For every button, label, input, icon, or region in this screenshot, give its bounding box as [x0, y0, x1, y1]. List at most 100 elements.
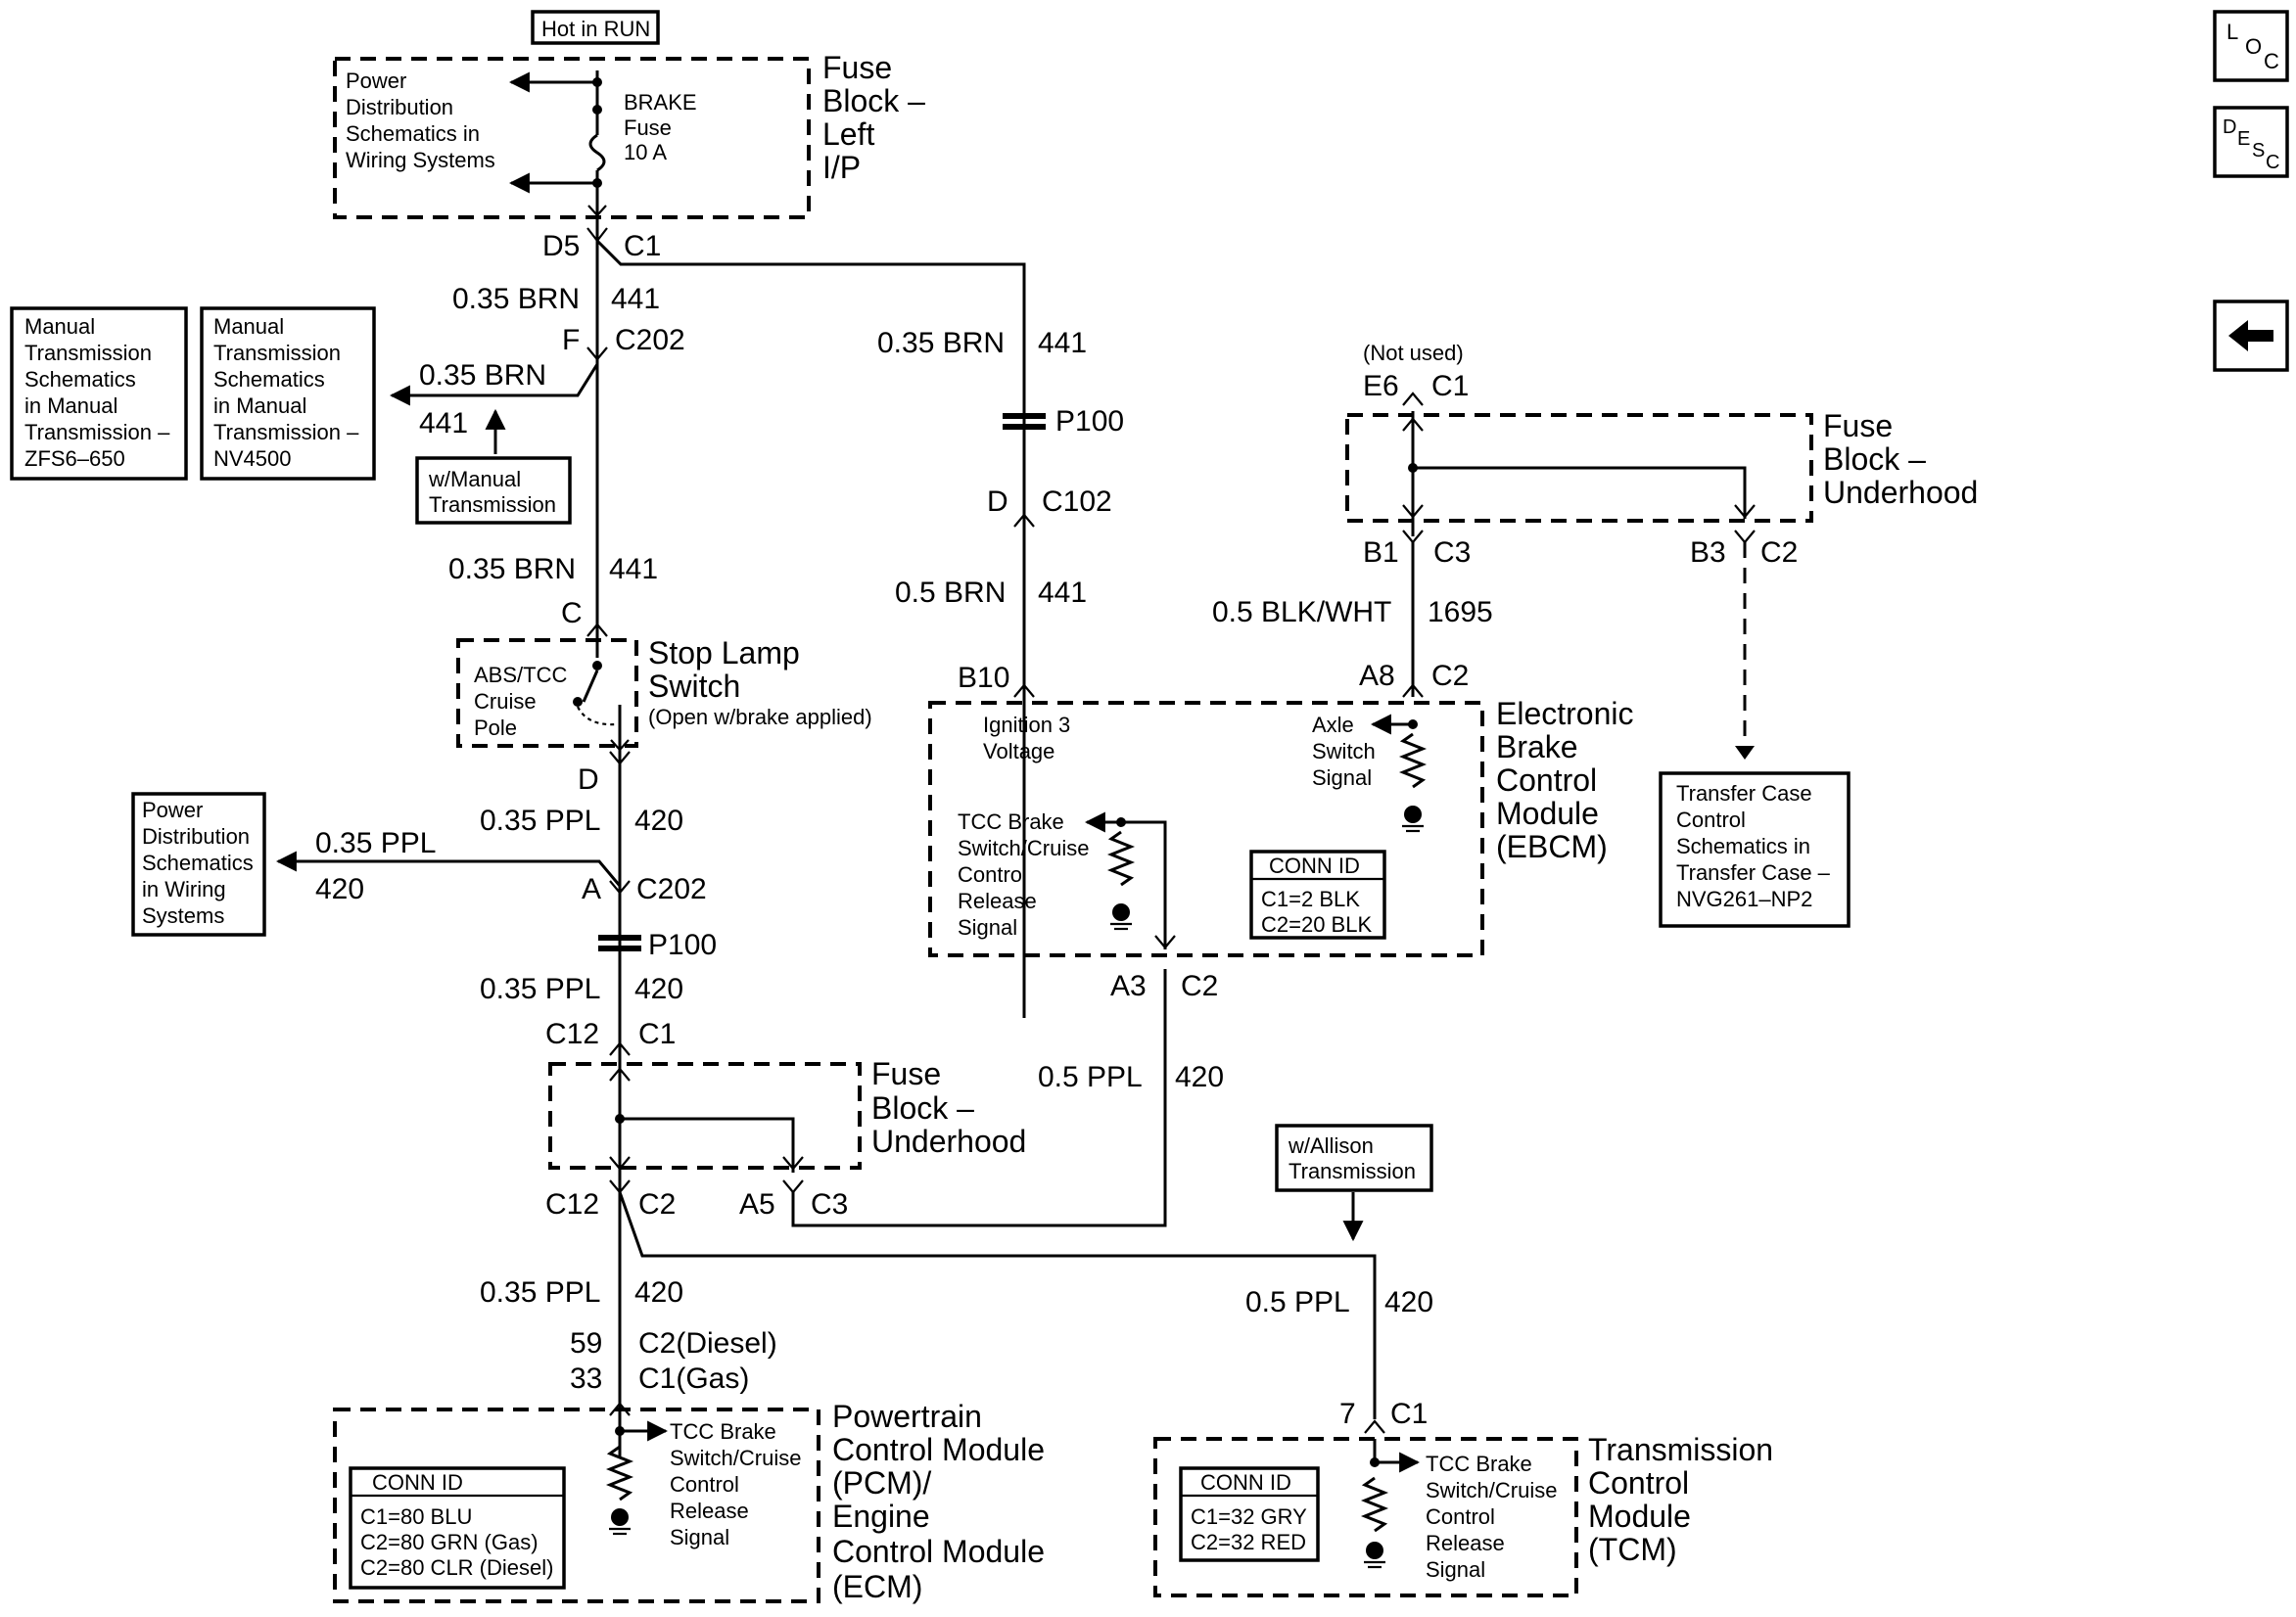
loc-button[interactable]: L O C [2213, 10, 2289, 82]
svg-text:I/P: I/P [822, 150, 861, 185]
svg-text:Control: Control [1496, 762, 1597, 798]
svg-text:0.35 BRN: 0.35 BRN [452, 283, 580, 315]
svg-text:Transmission: Transmission [24, 341, 152, 365]
svg-text:CONN ID: CONN ID [1200, 1470, 1291, 1495]
svg-text:Control Module: Control Module [832, 1432, 1045, 1467]
svg-text:D: D [987, 485, 1008, 518]
svg-text:Release: Release [670, 1499, 749, 1523]
svg-text:C2: C2 [1181, 970, 1218, 1002]
svg-text:B3: B3 [1690, 536, 1726, 569]
tcm-tcc-text: TCC Brake Switch/Cruise Control Release … [1426, 1452, 1557, 1582]
svg-text:Fuse: Fuse [871, 1056, 941, 1091]
svg-text:C2: C2 [1431, 660, 1469, 692]
abs-tcc-text: ABS/TCC Cruise Pole [474, 663, 567, 740]
svg-text:Manual: Manual [24, 314, 95, 339]
branch-to-power-dist-2 [275, 851, 622, 887]
svg-text:420: 420 [1175, 1061, 1224, 1093]
svg-text:441: 441 [419, 407, 468, 439]
svg-text:420: 420 [1384, 1286, 1433, 1318]
svg-text:TCC Brake: TCC Brake [958, 809, 1064, 834]
svg-text:Powertrain: Powertrain [832, 1399, 982, 1434]
ebcm-name-label: Electronic Brake Control Module (EBCM) [1496, 696, 1634, 864]
svg-text:C2=80 CLR (Diesel): C2=80 CLR (Diesel) [360, 1555, 553, 1580]
svg-text:33: 33 [570, 1363, 602, 1395]
svg-text:0.35 BRN: 0.35 BRN [448, 553, 576, 585]
svg-text:C202: C202 [636, 873, 707, 905]
fuse-block-underhood-upper-box [1345, 413, 1813, 523]
svg-text:A: A [582, 873, 601, 905]
svg-text:Transmission: Transmission [213, 341, 341, 365]
svg-text:441: 441 [1038, 327, 1087, 359]
svg-text:C3: C3 [811, 1188, 848, 1221]
svg-text:Module: Module [1496, 796, 1599, 831]
svg-text:C2: C2 [1760, 536, 1798, 569]
svg-text:O: O [2245, 34, 2262, 59]
power-dist-2-box [131, 792, 266, 937]
svg-text:Release: Release [958, 889, 1037, 913]
svg-text:C3: C3 [1433, 536, 1471, 569]
svg-text:E6: E6 [1363, 370, 1399, 402]
desc-button[interactable]: D E S C [2213, 106, 2289, 178]
svg-text:Transmission: Transmission [1289, 1159, 1416, 1183]
svg-text:Wiring Systems: Wiring Systems [346, 148, 495, 172]
svg-text:Transmission: Transmission [1588, 1432, 1773, 1467]
svg-text:E: E [2237, 128, 2250, 150]
svg-text:Distribution: Distribution [346, 95, 453, 119]
svg-text:Power: Power [142, 798, 203, 822]
svg-text:C2(Diesel): C2(Diesel) [638, 1327, 777, 1360]
svg-text:Signal: Signal [958, 915, 1017, 940]
svg-text:C12: C12 [545, 1188, 599, 1221]
svg-text:0.35 PPL: 0.35 PPL [480, 805, 600, 837]
hot-in-run-box [531, 10, 660, 45]
transfer-case-box [1659, 771, 1851, 928]
svg-text:Distribution: Distribution [142, 824, 250, 849]
svg-text:Power: Power [346, 69, 406, 93]
svg-text:Systems: Systems [142, 903, 224, 928]
svg-text:C1: C1 [1431, 370, 1469, 402]
power-dist-2-text: Power Distribution Schematics in Wiring … [142, 798, 254, 928]
ebcm-conn-id-box [1249, 850, 1386, 940]
svg-text:Block –: Block – [822, 83, 925, 118]
tcm-box [1153, 1437, 1578, 1597]
svg-text:(ECM): (ECM) [832, 1569, 922, 1604]
svg-text:0.5 PPL: 0.5 PPL [1245, 1286, 1350, 1318]
svg-text:w/Allison: w/Allison [1288, 1133, 1374, 1158]
branch-to-manual-trans [389, 363, 599, 406]
svg-text:441: 441 [1038, 577, 1087, 609]
svg-text:Control: Control [1426, 1504, 1495, 1529]
svg-text:Release: Release [1426, 1531, 1505, 1555]
svg-text:C2=80 GRN (Gas): C2=80 GRN (Gas) [360, 1530, 539, 1554]
p100-middle: P100 [1055, 405, 1124, 438]
pcm-ecm-box [333, 1408, 820, 1603]
svg-text:0.35 PPL: 0.35 PPL [480, 1276, 600, 1309]
svg-text:in Manual: in Manual [24, 393, 117, 418]
svg-text:Signal: Signal [1312, 765, 1372, 790]
manual-zfs-text: Manual Transmission Schematics in Manual… [24, 314, 170, 471]
svg-text:S: S [2252, 140, 2265, 162]
svg-text:(EBCM): (EBCM) [1496, 829, 1608, 864]
svg-text:0.5 BLK/WHT: 0.5 BLK/WHT [1212, 596, 1391, 628]
svg-text:Signal: Signal [670, 1525, 729, 1549]
brake-fuse-label: BRAKE Fuse 10 A [624, 90, 697, 164]
svg-text:NVG261–NP2: NVG261–NP2 [1676, 887, 1812, 911]
svg-text:C: C [2264, 49, 2279, 73]
svg-text:Switch/Cruise: Switch/Cruise [1426, 1478, 1557, 1502]
svg-text:Fuse: Fuse [1823, 408, 1893, 443]
svg-text:0.35 BRN: 0.35 BRN [419, 359, 546, 392]
svg-text:C1=2 BLK: C1=2 BLK [1261, 887, 1360, 911]
svg-text:C12: C12 [545, 1018, 599, 1050]
svg-text:Fuse: Fuse [822, 50, 892, 85]
back-button[interactable] [2213, 300, 2289, 372]
svg-text:Control Module: Control Module [832, 1534, 1045, 1569]
svg-text:Underhood: Underhood [1823, 475, 1978, 510]
manual-nv-text: Manual Transmission Schematics in Manual… [213, 314, 359, 471]
svg-text:(TCM): (TCM) [1588, 1532, 1677, 1567]
svg-text:A5: A5 [739, 1188, 775, 1221]
wire-441-to-ebcm [595, 239, 1026, 1018]
svg-text:C1(Gas): C1(Gas) [638, 1363, 749, 1395]
svg-text:420: 420 [634, 973, 683, 1005]
svg-text:Ignition 3: Ignition 3 [983, 713, 1070, 737]
svg-text:Block –: Block – [871, 1090, 974, 1126]
svg-text:Underhood: Underhood [871, 1124, 1026, 1159]
svg-text:ABS/TCC: ABS/TCC [474, 663, 567, 687]
